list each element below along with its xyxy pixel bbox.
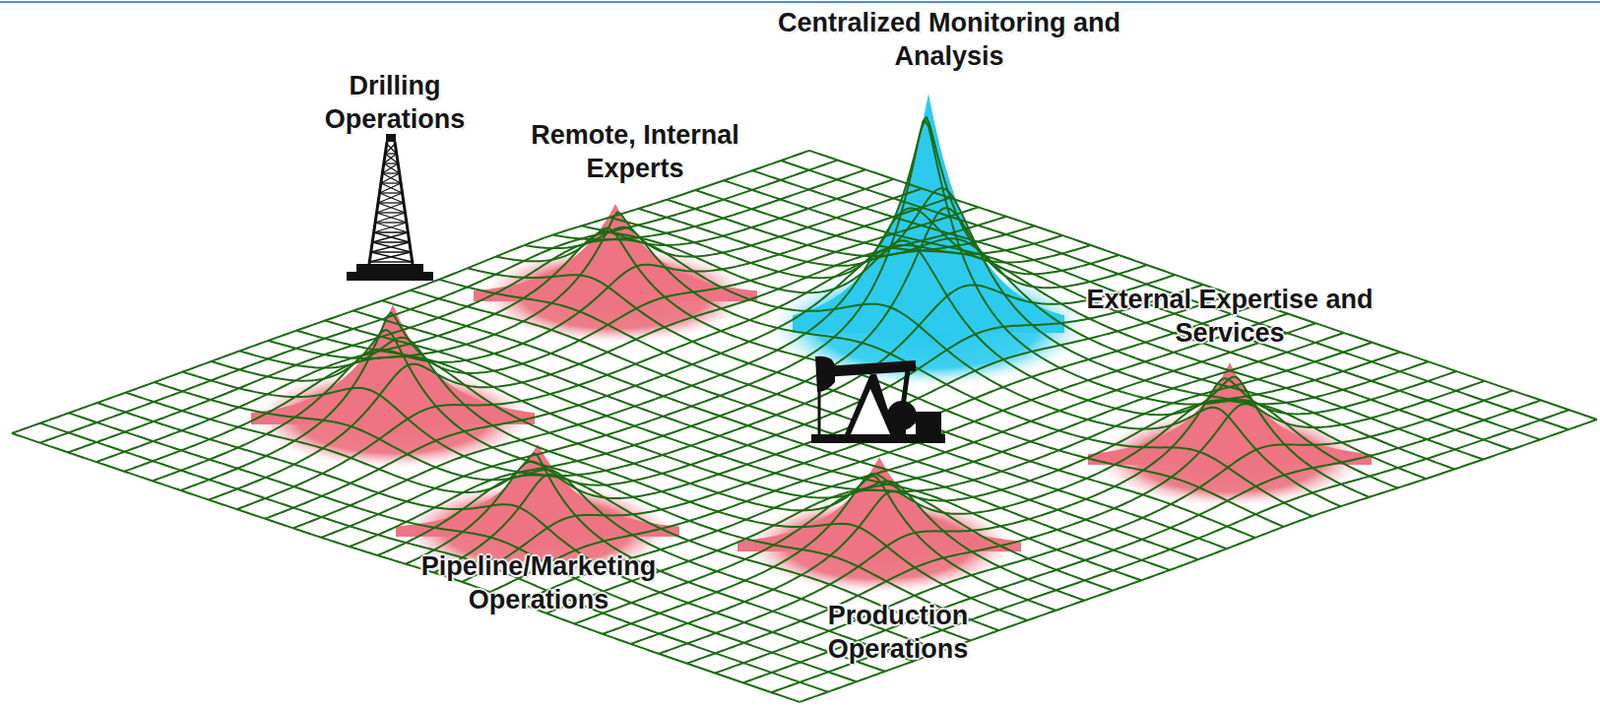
top-rule [0,0,1600,3]
derrick-brace [384,162,398,164]
region-label: Production Operations [787,598,1010,666]
derrick-brace [386,143,397,154]
derrick-brace [377,211,406,213]
terrain-grid [11,117,1598,703]
region-label: Drilling Operations [296,68,494,136]
region-label: Remote, Internal Experts [500,118,771,186]
derrick-brace [374,231,409,233]
grid-line [553,235,1342,508]
derrick-brace [372,241,410,243]
derrick-brace [384,153,397,164]
grid-line [11,433,800,703]
grid-line [40,423,829,693]
grid-line [658,371,1457,654]
grid-line [638,188,1426,479]
grid-line [439,279,1227,549]
derrick-brace [375,221,407,223]
grid-line [780,160,1569,430]
grid-line [723,180,1512,449]
derrick-brace [384,152,396,154]
grid-line [666,199,1455,470]
region-label: External Expertise and Services [1076,282,1384,350]
region-label: Pipeline/Marketing Operations [384,549,695,617]
derrick-brace [374,222,407,233]
grid-line [574,342,1372,625]
derrick-brace [381,173,400,184]
grid-line [40,160,838,444]
derrick-brace [371,251,411,253]
grid-line [124,188,922,471]
derrick-brace [369,260,412,262]
grid-line [349,207,1148,547]
derrick-brace [375,212,405,223]
grid-line [752,170,1540,440]
grid-line [68,412,857,682]
pumpjack-icon [811,356,946,444]
grid-line [602,351,1401,634]
derrick-brace [378,192,403,203]
grid-line [546,332,1344,614]
derrick-brace [384,153,398,164]
grid-line [581,225,1370,498]
grid-line [183,372,971,641]
grid-line [714,390,1513,674]
derrick-brace [369,252,411,262]
derrick-brace [382,173,401,184]
grid-line [67,169,866,452]
derrick-brace [378,201,404,203]
grid-line [687,381,1485,664]
derrick-icon [346,133,434,281]
derrick-brace [372,232,408,243]
derrick-brace [381,182,401,184]
grid-line [631,361,1429,644]
grid-line [809,150,1598,420]
grid-line [524,227,1313,516]
grid-line [610,120,1399,488]
grid-line [770,409,1569,693]
derrick-brace [379,183,401,193]
derrick-brace [371,242,410,253]
grid-line [264,235,1063,519]
derrick-brace [379,192,402,193]
region-label: Centralized Monitoring and Analysis [762,5,1137,73]
grid-line [237,225,1035,510]
derrick-brace [382,163,398,174]
derrick-brace [377,202,404,213]
grid-line [405,284,1204,565]
peak-surface [395,444,680,537]
derrick-brace [382,172,399,174]
derrick-brace [384,163,400,174]
grid-line [96,179,895,462]
grid-line [743,399,1541,683]
derrick-brace [384,143,395,154]
